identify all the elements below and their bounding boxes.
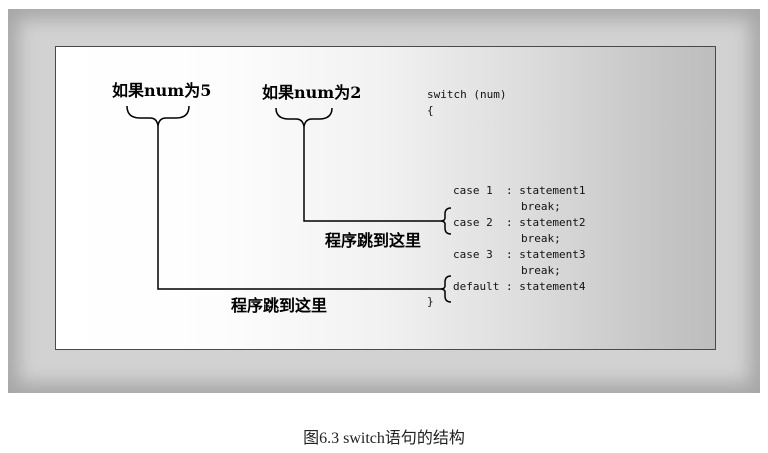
- code-case-1: case 1 : statement1: [453, 184, 585, 197]
- label-if-num-5: 如果num为5: [112, 81, 211, 100]
- label-jump-here-case-2: 程序跳到这里: [325, 231, 421, 250]
- code-case-3: case 3 : statement3: [453, 248, 585, 261]
- code-switch-line: switch (num): [427, 88, 506, 101]
- brace-num-5: [126, 105, 190, 127]
- code-break-3: break;: [521, 264, 561, 277]
- label-jump-here-default: 程序跳到这里: [231, 296, 327, 315]
- code-break-2: break;: [521, 232, 561, 245]
- code-case-2: case 2 : statement2: [453, 216, 585, 229]
- figure-frame: [8, 9, 760, 393]
- code-close-brace: }: [427, 295, 434, 308]
- brace-default: [439, 275, 452, 303]
- connector-num-2: [303, 127, 440, 222]
- figure-caption: 图6.3 switch语句的结构: [303, 429, 465, 447]
- label-if-num-2: 如果num为2: [262, 83, 361, 102]
- connector-num-5: [157, 126, 440, 290]
- diagram-panel: [55, 46, 716, 350]
- code-break-1: break;: [521, 200, 561, 213]
- code-open-brace: {: [427, 104, 434, 117]
- code-default: default : statement4: [453, 280, 586, 293]
- brace-num-2: [275, 107, 333, 128]
- brace-case-2: [439, 207, 452, 235]
